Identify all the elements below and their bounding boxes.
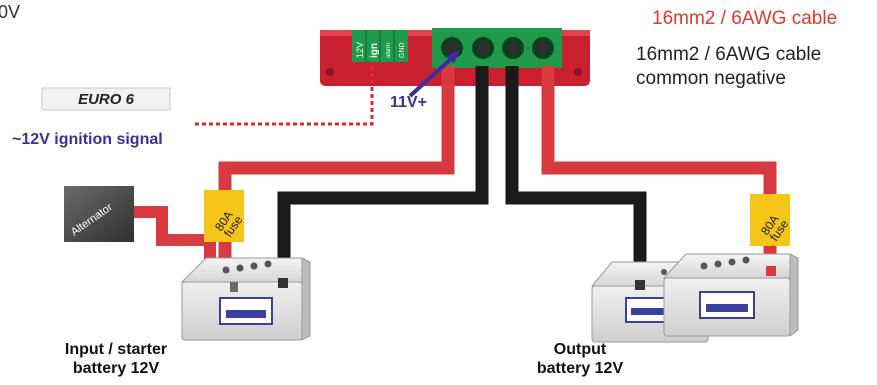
legend-black-cable-line1: 16mm2 / 6AWG cable bbox=[636, 44, 822, 65]
alternator-cable bbox=[132, 206, 216, 268]
legend-black-cable: 16mm2 / 6AWG cable common negative bbox=[636, 43, 821, 91]
alternator: Alternator bbox=[64, 186, 134, 242]
terminal-label-ign: ign bbox=[369, 43, 380, 58]
output-battery-caption: Output battery 12V bbox=[490, 340, 670, 378]
euro6-logo: EURO 6 bbox=[41, 87, 171, 111]
terminal-label-12v: 12V bbox=[355, 42, 365, 58]
legend-red-cable: 16mm2 / 6AWG cable bbox=[652, 8, 838, 29]
svg-text:EURO 6: EURO 6 bbox=[78, 91, 135, 108]
input-battery bbox=[180, 257, 311, 341]
dc-dc-charger bbox=[320, 28, 590, 86]
terminal-screw bbox=[532, 37, 554, 59]
terminal-label-gnd: GND bbox=[399, 42, 406, 58]
output-battery-front bbox=[662, 253, 799, 337]
fuse-right bbox=[750, 194, 790, 246]
input-battery-caption-line2: battery 12V bbox=[72, 360, 160, 377]
black-cable-input bbox=[277, 66, 489, 278]
input-battery-caption: Input / starter battery 12V bbox=[26, 340, 206, 378]
red-cable-output bbox=[541, 66, 777, 268]
input-battery-caption-line1: Input / starter bbox=[64, 341, 168, 358]
terminal-screw bbox=[502, 37, 524, 59]
terminal-screw bbox=[472, 37, 494, 59]
output-battery-caption-line1: Output bbox=[553, 341, 607, 358]
ignition-signal-label: ~12V ignition signal bbox=[12, 131, 163, 148]
partial-voltage-label: 0V bbox=[0, 2, 21, 22]
terminal-label-alarm: alarm bbox=[386, 43, 392, 58]
ignition-signal-wire bbox=[195, 62, 374, 126]
input-voltage-label: 11V+ bbox=[390, 94, 427, 111]
voltage-arrow bbox=[408, 50, 460, 98]
output-battery-caption-line2: battery 12V bbox=[536, 360, 624, 377]
fuse-left bbox=[204, 190, 244, 242]
legend-black-cable-line2: common negative bbox=[636, 68, 786, 89]
black-cable-output bbox=[505, 66, 647, 272]
